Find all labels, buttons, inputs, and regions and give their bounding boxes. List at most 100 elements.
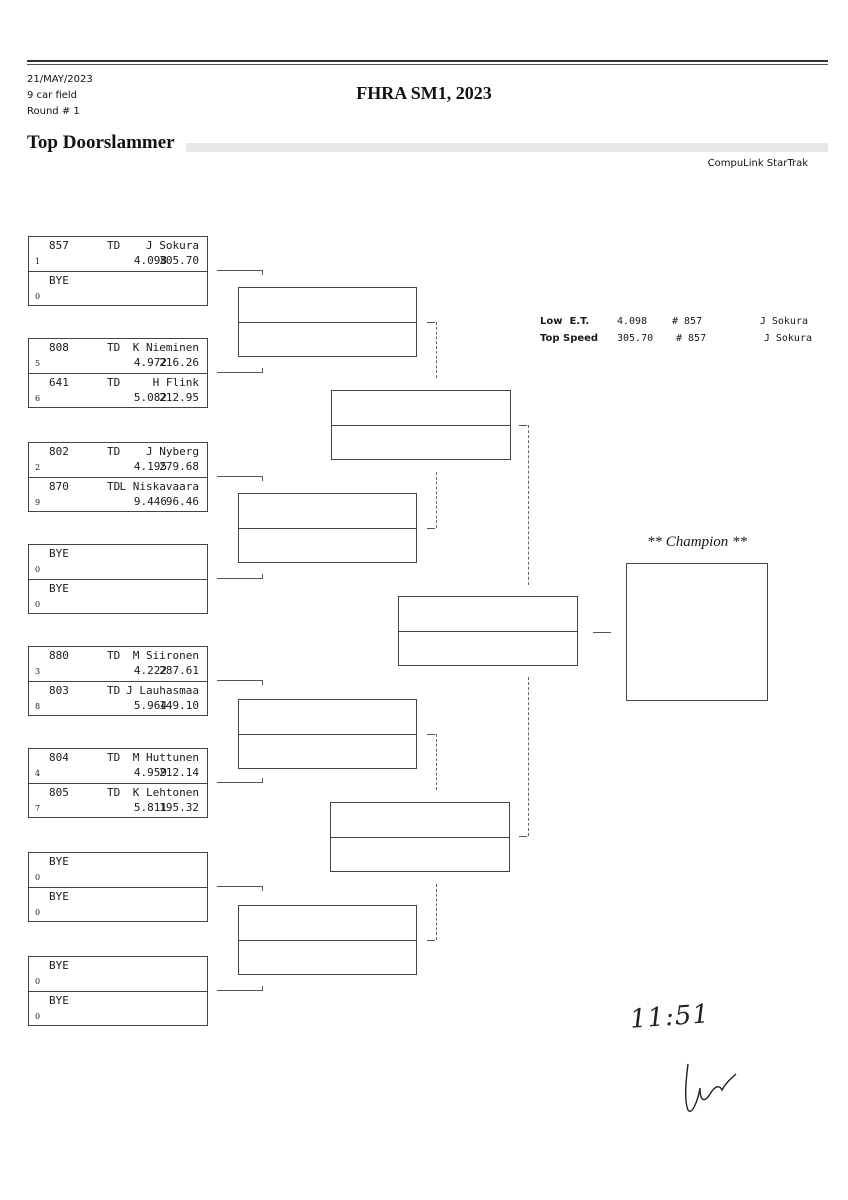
trap-speed: 195.32 [159, 801, 199, 814]
champion-box [626, 563, 768, 701]
semifinal-pairing-box [330, 802, 510, 872]
connector-dashed [436, 472, 437, 528]
records-panel: Low E.T. 4.098 # 857 J Sokura Top Speed … [540, 313, 820, 347]
final-pairing-box [398, 596, 578, 666]
car-number: 804 [49, 751, 69, 764]
lane-slot [239, 494, 416, 528]
elapsed-time: 5.811 [133, 801, 167, 814]
connector-line [217, 372, 263, 373]
record-value: 4.098 [617, 316, 648, 327]
trap-speed: 212.95 [159, 391, 199, 404]
qualifying-seed: 5 [35, 359, 41, 368]
connector-line [593, 632, 611, 633]
record-value: 305.70 [617, 333, 654, 344]
car-class: TD [107, 341, 121, 354]
connector-dashed [528, 425, 529, 585]
car-number: 857 [49, 239, 69, 252]
lane-slot [332, 425, 510, 460]
connector-line [217, 886, 263, 887]
trap-speed: 287.61 [159, 664, 199, 677]
handwritten-signature [685, 1063, 737, 1112]
qualifying-seed: 4 [35, 769, 41, 778]
champion-label: ** Champion ** [646, 534, 747, 550]
top-speed-record: Top Speed 305.70 # 857 J Sokura [540, 330, 820, 347]
trap-speed: 216.26 [159, 356, 199, 369]
connector-line [217, 476, 263, 477]
lane-slot [239, 940, 416, 975]
round-number: Round # 1 [27, 106, 80, 117]
connector-tick [262, 270, 263, 275]
qualifying-seed: 0 [35, 873, 41, 882]
driver-name: H Flink [152, 376, 199, 389]
car-number: 641 [49, 376, 69, 389]
car-number: 808 [49, 341, 69, 354]
low-et-record: Low E.T. 4.098 # 857 J Sokura [540, 313, 820, 330]
qualifying-seed: 0 [35, 1012, 41, 1021]
car-class: TD [107, 684, 121, 697]
connector-hook [427, 322, 435, 323]
connector-tick [262, 986, 263, 991]
lane-slot [399, 597, 577, 631]
qualifying-seed: 3 [35, 667, 41, 676]
qualifying-seed: 7 [35, 804, 41, 813]
lane-slot [239, 700, 416, 734]
connector-tick [262, 574, 263, 579]
record-label: Top Speed [540, 333, 599, 344]
car-number: 802 [49, 445, 69, 458]
trap-speed: 305.70 [159, 254, 199, 267]
event-title: FHRA SM1, 2023 [356, 83, 492, 103]
connector-hook [519, 425, 527, 426]
semifinal-pairing-box [331, 390, 511, 460]
driver-name: J Nyberg [146, 445, 199, 458]
car-number: 803 [49, 684, 69, 697]
qualifying-seed: 0 [35, 908, 41, 917]
car-number: BYE [49, 994, 69, 1007]
record-label: Low E.T. [540, 316, 590, 327]
lane-slot [331, 837, 509, 872]
record-car: # 857 [676, 333, 707, 344]
handwritten-time: 11:51 [629, 999, 711, 1035]
header-rule-bottom [27, 64, 828, 65]
software-credit: CompuLink StarTrak [707, 158, 808, 169]
car-number: BYE [49, 855, 69, 868]
car-number: BYE [49, 959, 69, 972]
connector-dashed [436, 322, 437, 378]
qualifying-seed: 2 [35, 463, 41, 472]
entry-row: BYE 0 [29, 991, 207, 1026]
lane-slot [332, 391, 510, 425]
header-rule-top [27, 60, 828, 62]
title-dotted-rule [186, 143, 828, 152]
car-class: TD [107, 445, 121, 458]
driver-name: L Niskavaara [119, 480, 199, 493]
elapsed-time: 9.446 [133, 495, 167, 508]
event-date: 21/MAY/2023 [27, 74, 93, 85]
qualifying-seed: 1 [35, 257, 41, 266]
round2-pairing-box [238, 287, 417, 357]
qualifying-seed: 0 [35, 292, 41, 301]
driver-name: K Nieminen [132, 341, 199, 354]
connector-dashed [436, 734, 437, 790]
connector-tick [262, 778, 263, 783]
record-car: # 857 [672, 316, 703, 327]
entry-row: BYE 0 [29, 957, 207, 991]
elapsed-time: 5.964 [133, 699, 167, 712]
qualifying-seed: 0 [35, 977, 41, 986]
qualifying-seed: 0 [35, 565, 41, 574]
connector-line [217, 578, 263, 579]
entry-row: BYE 0 [29, 853, 207, 887]
connector-line [217, 782, 263, 783]
qualifying-seed: 0 [35, 600, 41, 609]
round2-pairing-box [238, 493, 417, 563]
lane-slot [239, 906, 416, 940]
car-class: TD [107, 239, 121, 252]
